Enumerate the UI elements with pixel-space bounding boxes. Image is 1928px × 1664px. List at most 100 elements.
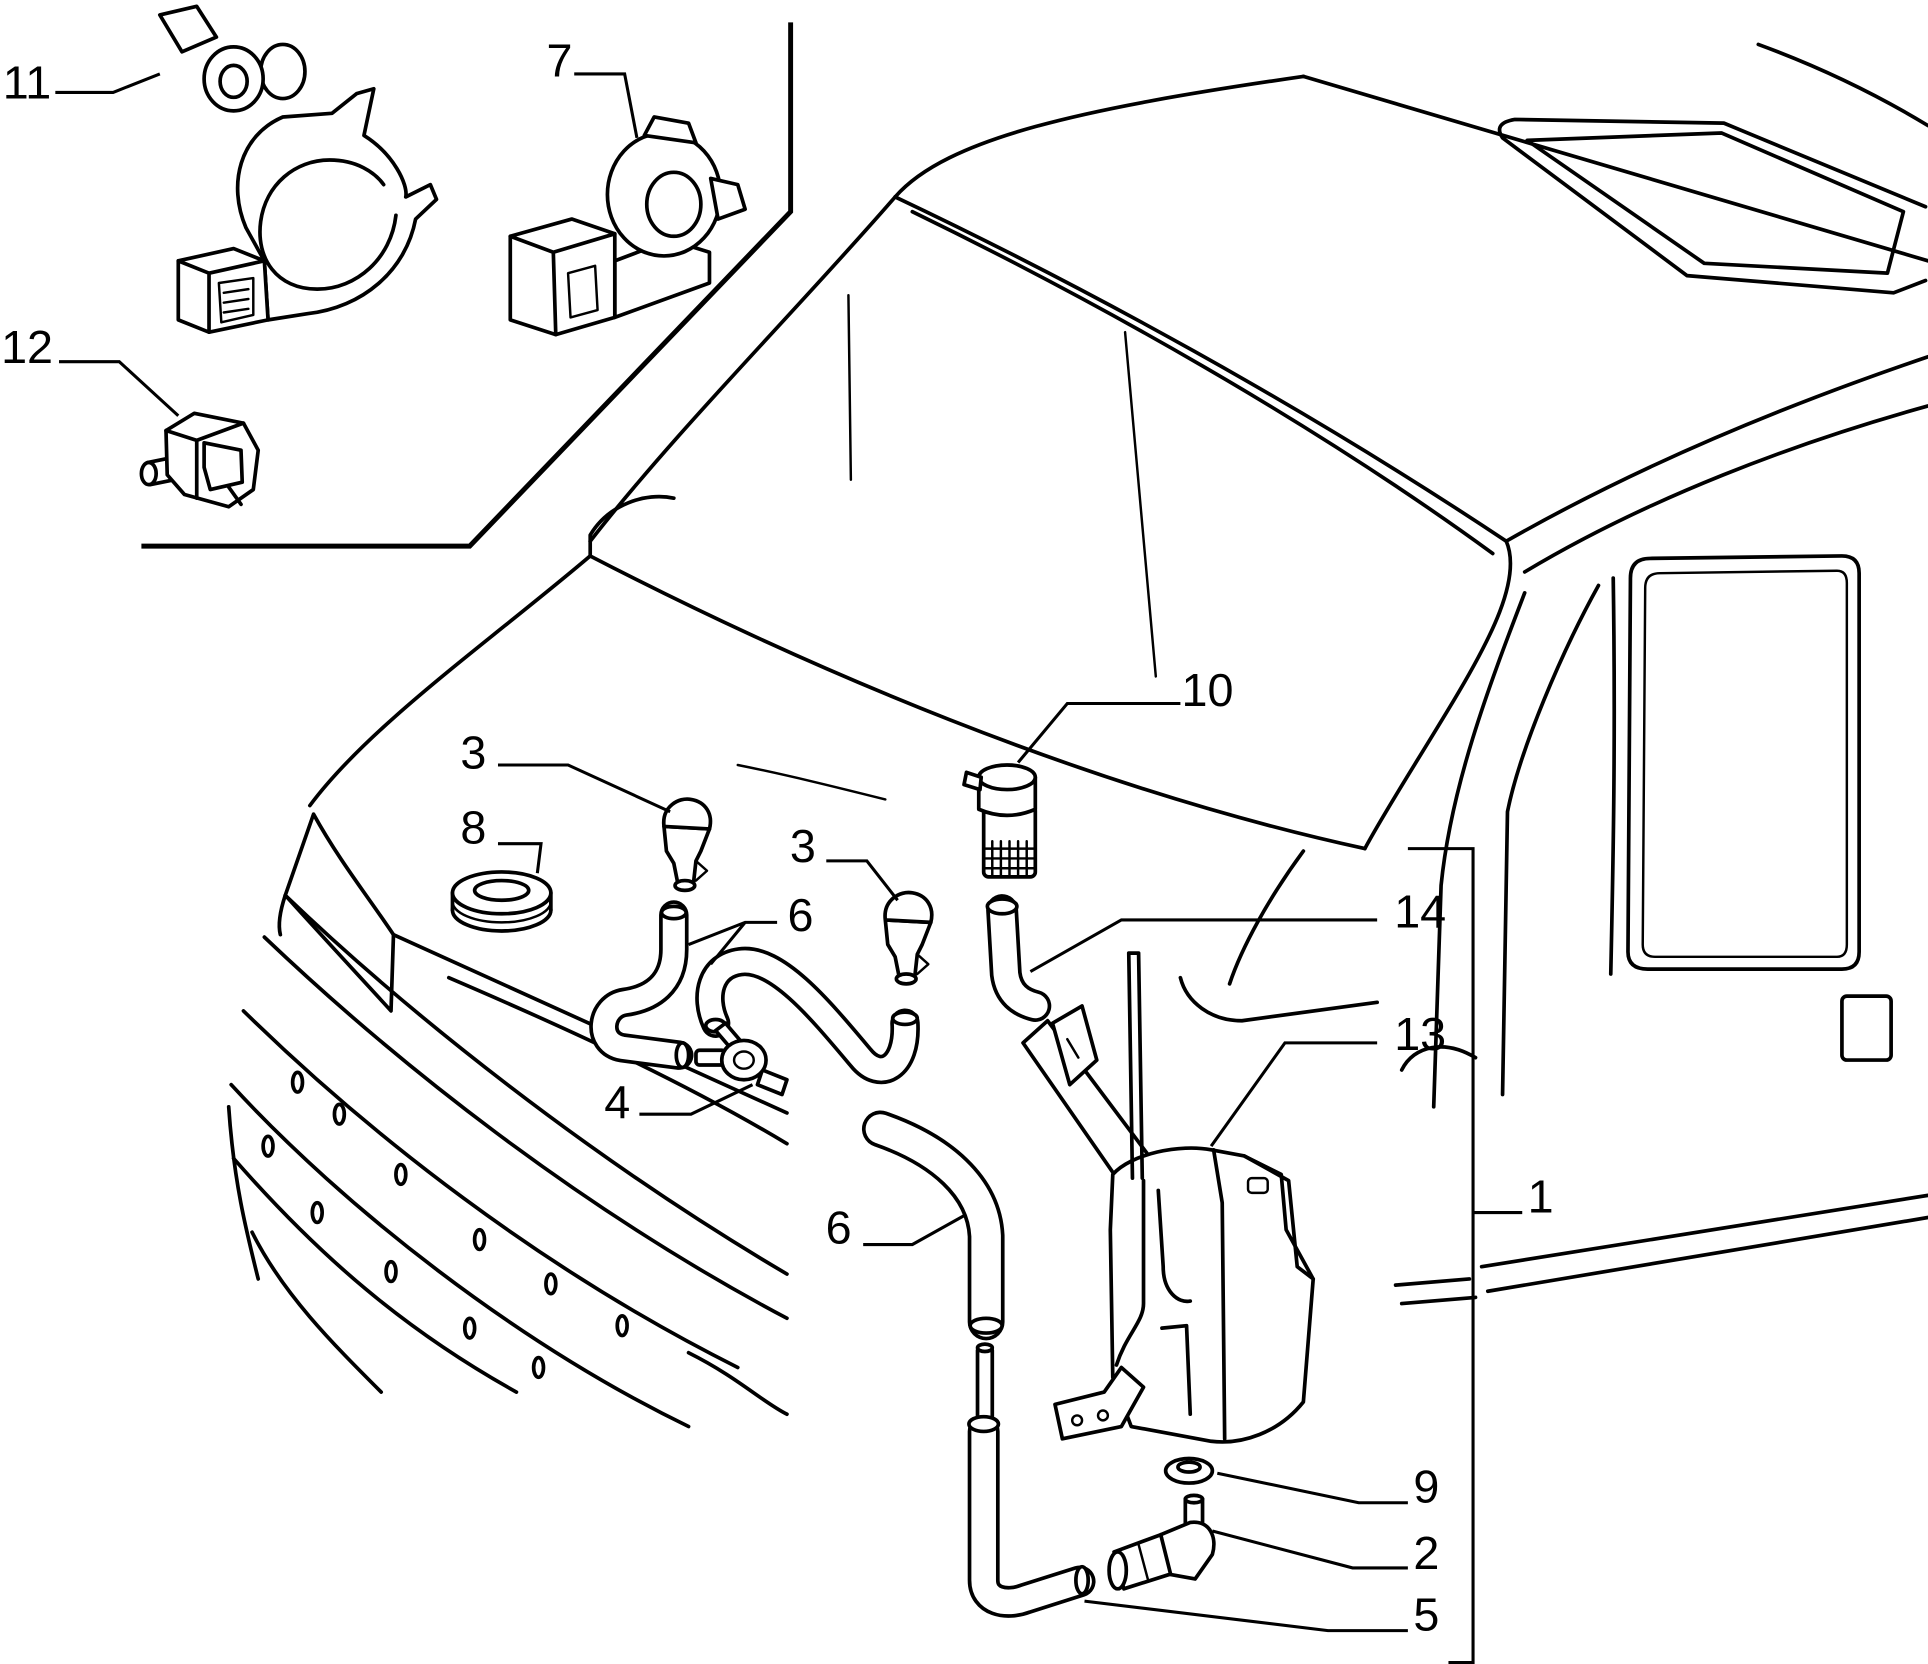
- callout-12: 12: [1, 321, 53, 373]
- hose-6-right: [695, 946, 920, 1085]
- pump-connector: [962, 770, 984, 792]
- leader-line-6-upper: [688, 920, 778, 966]
- callout-6-upper: 6: [787, 889, 813, 941]
- clip-7: [508, 115, 747, 337]
- leader-line-10: [1016, 701, 1181, 764]
- grommet-8: [450, 870, 553, 933]
- callout-11: 11: [3, 57, 52, 109]
- grille-slots: [261, 1070, 629, 1380]
- roof-rib: [1301, 74, 1928, 263]
- clip-11-base: [176, 246, 270, 335]
- nozzle-dome: [662, 797, 713, 831]
- door-window-inner: [1641, 569, 1849, 959]
- elbow-2: [1107, 1493, 1216, 1591]
- grille-line-1: [283, 893, 789, 1276]
- grille-slot: [472, 1227, 487, 1252]
- hose-fill: [865, 1114, 1001, 1337]
- clip-12-pin-head: [139, 460, 159, 487]
- grille-line-3: [241, 1009, 740, 1370]
- side-sill-upper: [1479, 1193, 1928, 1269]
- hose-fill: [989, 897, 1048, 1019]
- hood-far-edge: [308, 554, 593, 808]
- hose-6-lower: [861, 1110, 1005, 1341]
- hose-14: [985, 894, 1052, 1022]
- side-sill-lower: [1485, 1215, 1928, 1294]
- callout-labels: 11 7 12 10 3 8 3 6 14 13 4 6 1 9 2 5: [1, 34, 1554, 1640]
- windshield-cowl: [588, 554, 1367, 851]
- elbow-ring: [1137, 1543, 1150, 1583]
- clip-11-loop-hole: [218, 63, 249, 100]
- t-connector-4: [694, 1021, 789, 1097]
- reservoir-shoulder: [1242, 1154, 1316, 1281]
- level-rod: [1126, 951, 1145, 1180]
- wiper-line-left: [847, 294, 853, 481]
- hose-5-collar: [967, 1414, 1001, 1434]
- leader-line-14: [1029, 918, 1378, 973]
- clip-12-opening: [202, 440, 245, 507]
- reservoir-crease: [1211, 1148, 1227, 1441]
- clip-11-top-tab: [158, 4, 219, 54]
- hood-nozzle-recess: [736, 763, 887, 801]
- clip-12-body: [164, 411, 261, 509]
- clip-7-box-slot: [566, 264, 599, 319]
- grille-slot: [384, 1259, 398, 1284]
- grille-slot: [615, 1314, 629, 1338]
- pump-cap-top: [976, 763, 1038, 792]
- clip-7-ring-hole: [644, 170, 703, 239]
- nozzle-body: [662, 824, 712, 890]
- callout-13: 13: [1394, 1008, 1446, 1060]
- headlight-lower: [277, 893, 288, 937]
- grille-slot: [332, 1102, 347, 1126]
- level-rod-lower: [1114, 1178, 1146, 1367]
- vehicle-outline: [226, 42, 1928, 1429]
- leader-line-11: [55, 72, 161, 94]
- leader-bracket-1: [1407, 847, 1523, 1664]
- hose-end-bottom: [968, 1316, 1004, 1335]
- grille-slot: [290, 1070, 305, 1094]
- roof-rear-line: [1756, 42, 1928, 128]
- reservoir-recess: [1156, 1188, 1193, 1417]
- clip-7-tab-side: [708, 176, 747, 221]
- front-sill-lower: [1399, 1295, 1478, 1306]
- leader-line-3-left: [497, 763, 671, 814]
- elbow-outlet-end: [1107, 1550, 1129, 1591]
- bracket-hole: [1066, 1037, 1080, 1059]
- leader-line-3-right: [826, 859, 899, 902]
- connector-body: [719, 1038, 768, 1082]
- hose-5-pipe-top: [975, 1342, 995, 1354]
- front-sill-upper: [1393, 1277, 1472, 1287]
- clip-7-tab-top: [642, 115, 698, 145]
- grommet-9-hole: [1176, 1460, 1202, 1474]
- nozzle-tip: [673, 878, 697, 893]
- elbow-top-opening: [1183, 1493, 1205, 1505]
- grille-slot: [544, 1272, 558, 1296]
- callout-2: 2: [1413, 1527, 1439, 1579]
- bracket-hole: [1070, 1414, 1084, 1427]
- nozzle-clip: [916, 953, 930, 976]
- nozzle-clip: [694, 859, 709, 882]
- nozzle-dome: [883, 890, 934, 925]
- windshield-near-pillar: [1363, 539, 1513, 851]
- clip-11-ring-opening: [258, 158, 398, 291]
- door-handle: [1840, 994, 1893, 1062]
- sunroof-inner: [1525, 131, 1906, 275]
- hose-end-top: [890, 1010, 920, 1027]
- callout-10: 10: [1181, 664, 1233, 716]
- connector-stub-right: [755, 1068, 789, 1097]
- door-window: [1626, 554, 1861, 971]
- bumper-left-edge: [226, 1104, 261, 1281]
- wheel-arch-top: [1399, 1045, 1478, 1072]
- nozzle-3-right: [883, 890, 934, 986]
- callout-4: 4: [604, 1076, 630, 1128]
- windshield-top-edge-inner: [910, 209, 1495, 556]
- clip-11-base-face: [176, 259, 267, 335]
- leader-line-8: [497, 842, 543, 874]
- callout-8: 8: [460, 802, 486, 854]
- reservoir-neck-bracket: [1050, 1004, 1099, 1087]
- hose-fill: [698, 950, 917, 1081]
- leader-line-9: [1216, 1471, 1408, 1505]
- nozzle-3-left: [662, 797, 713, 893]
- door-front-edge: [1431, 590, 1527, 1109]
- bracket-hole: [1096, 1409, 1110, 1422]
